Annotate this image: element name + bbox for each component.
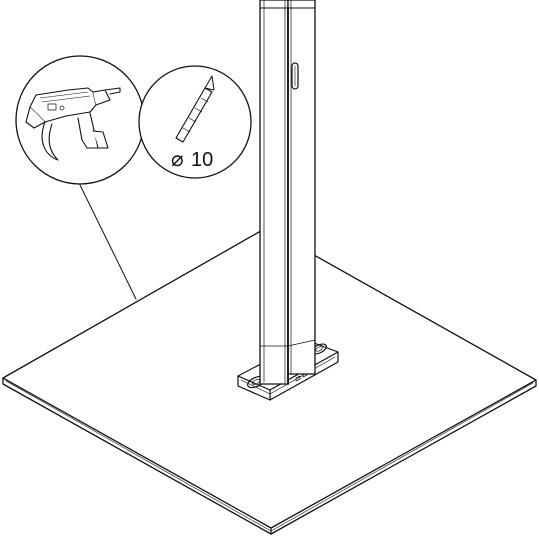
drill-bit-size-label: 10 xyxy=(191,149,213,171)
drill-bit-diameter-symbol: ⌀ xyxy=(171,148,184,171)
drill-bit-icon xyxy=(175,75,215,143)
power-drill-callout xyxy=(15,55,145,185)
drill-bit-callout: ⌀ 10 xyxy=(138,65,252,179)
vertical-post xyxy=(259,0,316,385)
power-drill-icon xyxy=(25,87,121,161)
callout-leader-line xyxy=(79,184,137,300)
